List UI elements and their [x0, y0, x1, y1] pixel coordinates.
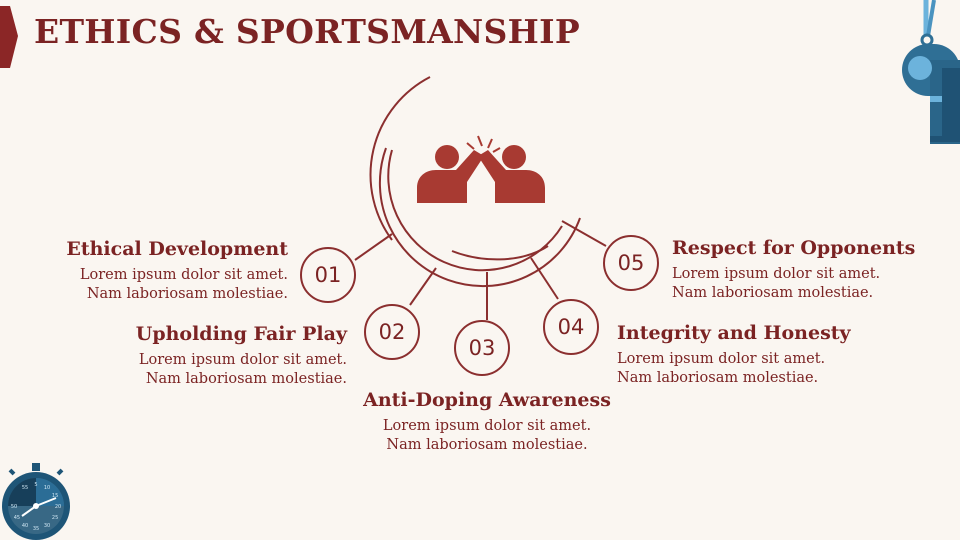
slide-title: ETHICS & SPORTSMANSHIP — [34, 12, 580, 51]
number-circle-05: 05 — [603, 235, 659, 291]
item-respect-for-opponents: Respect for Opponents Lorem ipsum dolor … — [672, 237, 915, 303]
stopwatch-tick-label: 45 — [14, 515, 20, 521]
item-heading: Integrity and Honesty — [617, 322, 851, 344]
item-text-line-2: Nam laboriosam molestiae. — [86, 286, 288, 302]
item-heading: Anti-Doping Awareness — [363, 389, 611, 411]
inner-arc — [378, 147, 581, 288]
item-text-line-1: Lorem ipsum dolor sit amet. — [138, 352, 347, 368]
item-text-line-2: Nam laboriosam molestiae. — [386, 437, 588, 453]
item-text-line-1: Lorem ipsum dolor sit amet. — [617, 351, 826, 367]
connector-05 — [561, 220, 607, 247]
stopwatch-tick-label: 15 — [52, 493, 58, 499]
stopwatch-tick-label: 30 — [44, 523, 50, 529]
stopwatch-tick-label: 35 — [33, 526, 39, 532]
whistle-icon — [902, 0, 960, 144]
connector-01 — [354, 233, 393, 261]
connector-02 — [409, 267, 437, 306]
item-text-line-1: Lorem ipsum dolor sit amet. — [79, 267, 288, 283]
item-text-line-2: Nam laboriosam molestiae. — [145, 371, 347, 387]
item-ethical-development: Ethical Development Lorem ipsum dolor si… — [66, 238, 288, 304]
item-text-line-2: Nam laboriosam molestiae. — [672, 285, 874, 301]
outer-arc — [369, 76, 431, 241]
item-text-line-2: Nam laboriosam molestiae. — [617, 370, 819, 386]
inner-arc-2 — [387, 149, 563, 272]
item-upholding-fair-play: Upholding Fair Play Lorem ipsum dolor si… — [136, 323, 347, 389]
number-circle-04: 04 — [543, 299, 599, 355]
stopwatch-tick-label: 10 — [44, 485, 50, 491]
stopwatch-tick-label: 55 — [22, 485, 28, 491]
number-circle-01: 01 — [300, 247, 356, 303]
stopwatch-tick-label: 40 — [22, 523, 28, 529]
title-tab-shape — [0, 6, 18, 68]
item-heading: Respect for Opponents — [672, 237, 916, 259]
number-circle-02: 02 — [364, 304, 420, 360]
stopwatch-tick-label: 25 — [52, 515, 58, 521]
item-text-line-1: Lorem ipsum dolor sit amet. — [672, 266, 881, 282]
stopwatch-tick-label: 5 — [34, 482, 37, 488]
item-text-line-1: Lorem ipsum dolor sit amet. — [382, 418, 592, 434]
number-circle-03: 03 — [454, 320, 510, 376]
item-anti-doping-awareness: Anti-Doping Awareness Lorem ipsum dolor … — [362, 389, 612, 455]
high-five-icon — [417, 135, 545, 203]
connector-04 — [530, 257, 559, 300]
stopwatch-tick-label: 20 — [55, 504, 61, 510]
item-heading: Upholding Fair Play — [135, 323, 347, 345]
item-integrity-and-honesty: Integrity and Honesty Lorem ipsum dolor … — [617, 322, 851, 388]
item-heading: Ethical Development — [66, 238, 288, 260]
stopwatch-tick-label: 50 — [11, 504, 17, 510]
